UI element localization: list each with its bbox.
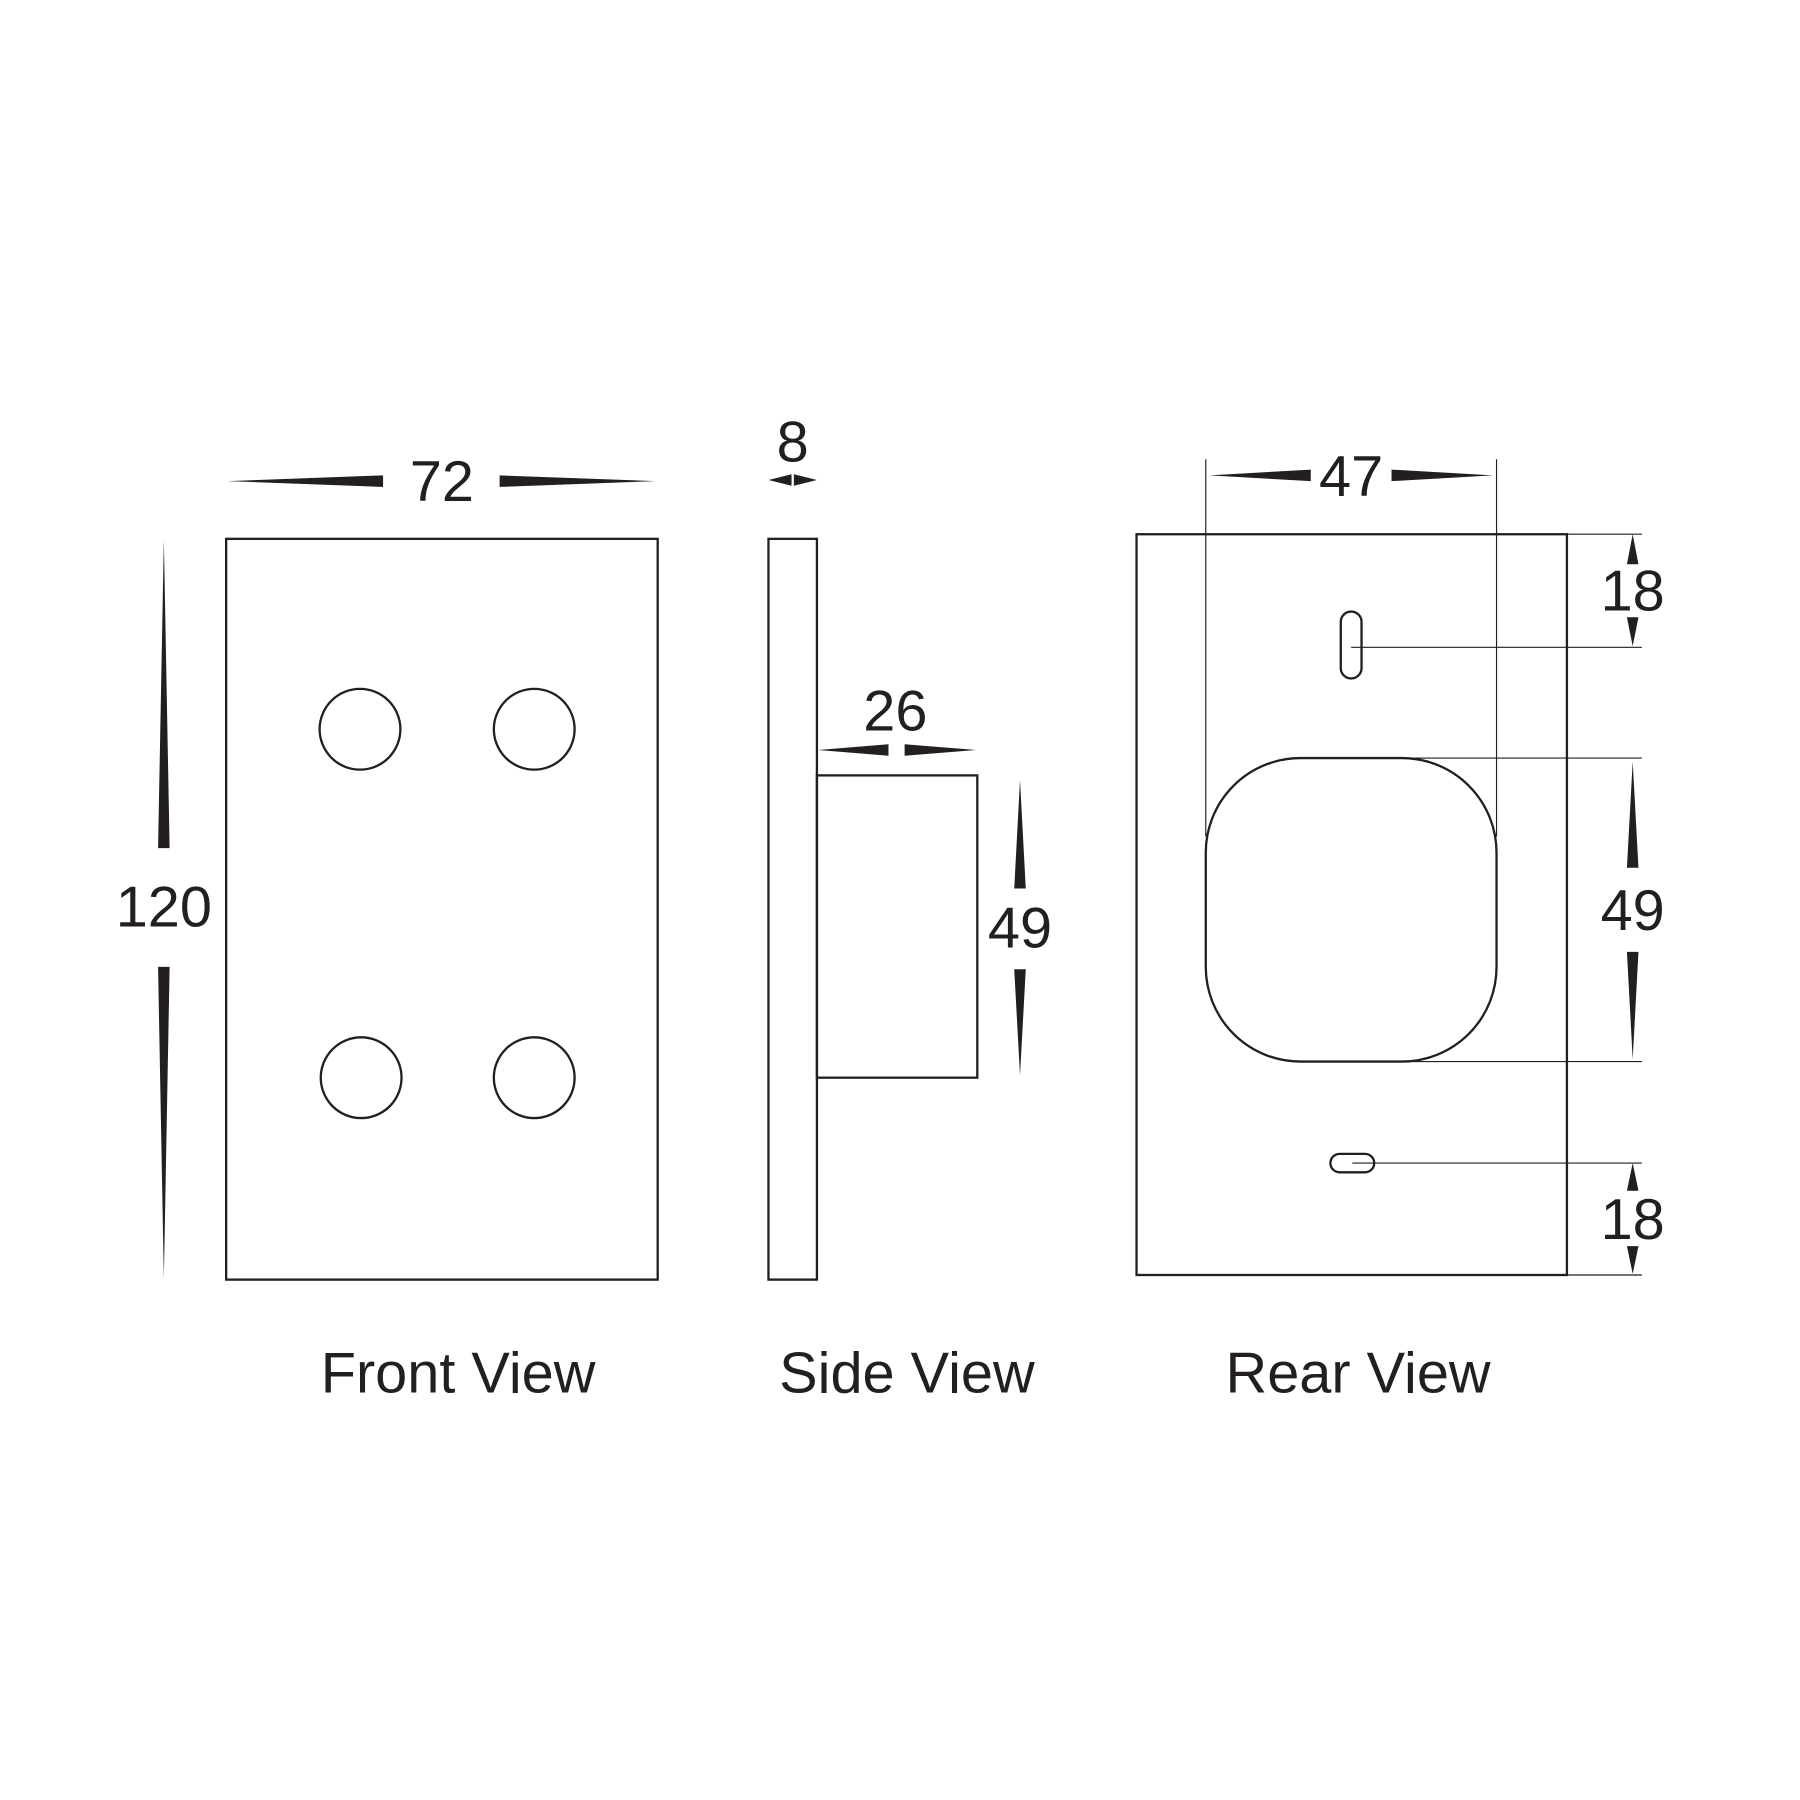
front-height-label: 120	[116, 876, 212, 940]
rear-box-outline	[1204, 756, 1498, 1063]
front-button-4	[492, 1036, 576, 1120]
rear-top-slot	[1339, 610, 1363, 680]
side-thickness-label: 8	[777, 411, 809, 475]
rear-bottom-offset-label: 18	[1601, 1188, 1665, 1252]
front-plate	[224, 537, 659, 1281]
side-height-label: 49	[988, 896, 1052, 960]
front-width-label: 72	[410, 450, 474, 514]
front-button-1	[318, 687, 402, 771]
rear-plate	[1135, 533, 1569, 1277]
front-button-3	[319, 1036, 403, 1120]
rear-height-label: 49	[1601, 879, 1665, 943]
front-button-2	[492, 687, 576, 771]
rear-view-caption: Rear View	[1226, 1342, 1491, 1406]
side-plate	[767, 537, 819, 1281]
front-view-caption: Front View	[321, 1342, 596, 1406]
rear-top-offset-label: 18	[1601, 559, 1665, 623]
side-depth-label: 26	[863, 679, 927, 743]
side-view-caption: Side View	[779, 1342, 1035, 1406]
rear-width-label: 47	[1319, 445, 1383, 509]
side-box	[815, 774, 979, 1079]
dimension-arrows	[158, 469, 1639, 1279]
